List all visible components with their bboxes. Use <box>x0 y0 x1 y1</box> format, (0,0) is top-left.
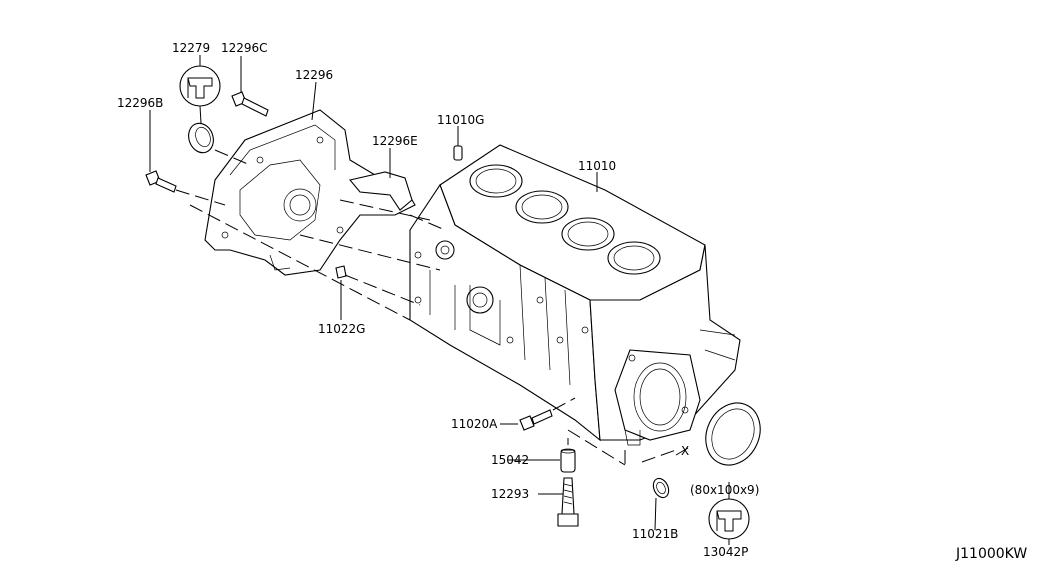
dowel-11022g <box>335 265 347 279</box>
label-11010g: 11010G <box>437 113 484 127</box>
bolt-12296c <box>231 91 269 117</box>
assembly-lines <box>175 149 677 470</box>
sleeve-15042 <box>560 448 576 473</box>
bolt-12296b <box>145 170 177 193</box>
label-12293: 12293 <box>491 487 529 501</box>
label-seal-size: (80x100x9) <box>690 483 759 497</box>
seal-section-icon-13042p <box>708 498 750 540</box>
label-11022g: 11022G <box>318 322 365 336</box>
label-12296e: 12296E <box>372 134 418 148</box>
bolt-11020a <box>519 409 553 431</box>
label-13042p: 13042P <box>703 545 748 559</box>
label-12296b: 12296B <box>117 96 163 110</box>
front-oil-seal <box>188 122 214 154</box>
part-labels: 12279 12296C 12296 12296B 12296E 11010G … <box>117 41 1027 562</box>
stud-12293 <box>557 477 579 527</box>
front-cover <box>204 109 416 276</box>
label-11020a: 11020A <box>451 417 498 431</box>
label-12296: 12296 <box>295 68 333 82</box>
plug-11021b <box>652 477 670 499</box>
label-11021b: 11021B <box>632 527 678 541</box>
label-12296c: 12296C <box>221 41 268 55</box>
label-x-mark: X <box>681 444 689 458</box>
label-12279: 12279 <box>172 41 210 55</box>
cylinder-block <box>409 144 741 446</box>
rear-oil-seal <box>705 402 761 466</box>
diagram-reference: J11000KW <box>955 546 1027 562</box>
leader-lines <box>149 55 730 545</box>
label-15042: 15042 <box>491 453 529 467</box>
label-11010: 11010 <box>578 159 616 173</box>
gasket-12296e <box>349 171 413 211</box>
dowel-11010g <box>453 145 463 161</box>
seal-section-icon-12279 <box>179 65 221 107</box>
